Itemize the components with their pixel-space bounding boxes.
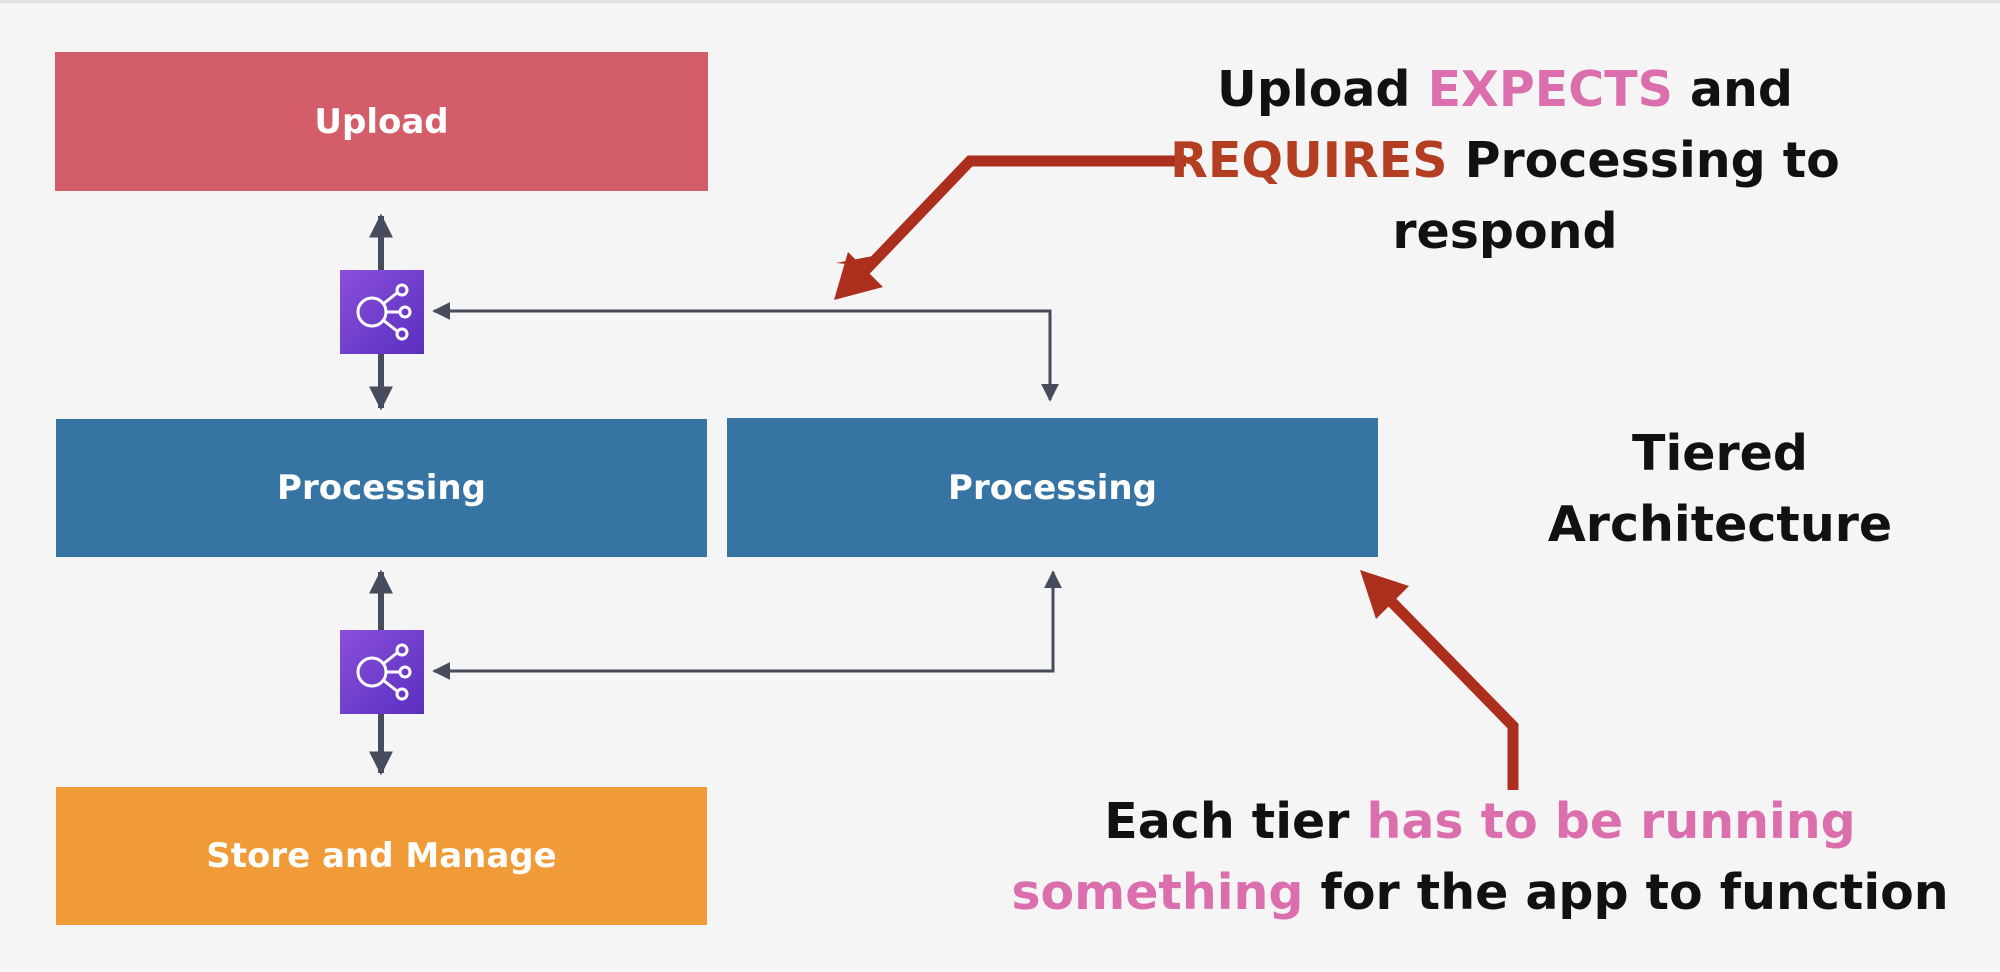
upload-tier-label: Upload	[314, 101, 449, 142]
callout-upload-expects: Upload EXPECTS and REQUIRES Processing t…	[1130, 54, 1880, 267]
tiered-architecture-label: Tiered Architecture	[1500, 418, 1940, 560]
callout-bottom-line-1: Each tier has to be running	[1104, 793, 1856, 850]
processing-tier-left-label: Processing	[277, 468, 486, 508]
store-and-manage-tier: Store and Manage	[56, 787, 707, 925]
processing-tier-right: Processing	[727, 418, 1378, 557]
upper-lb-to-processing-right-connector	[432, 302, 1059, 402]
load-balancer-icon	[340, 270, 424, 354]
load-balancer-icon	[340, 630, 424, 714]
top-divider	[0, 0, 2000, 3]
callout-arrowhead-bottom	[1360, 570, 1409, 619]
upload-tier: Upload	[55, 52, 708, 191]
callout-each-tier: Each tier has to be running something fo…	[1000, 786, 1960, 928]
callout-top-line-3: respond	[1392, 203, 1618, 260]
side-label-line-2: Architecture	[1547, 496, 1893, 553]
callout-arrow-bottom	[1380, 590, 1519, 790]
emphasis-expects: EXPECTS	[1427, 61, 1673, 118]
callout-top-line-2: REQUIRES Processing to	[1170, 132, 1840, 189]
emphasis-something: something	[1011, 864, 1304, 921]
lower-lb-to-processing-right-connector	[432, 570, 1062, 680]
callout-arrow-top	[854, 155, 1186, 282]
emphasis-has-to-be-running: has to be running	[1366, 793, 1856, 850]
callout-bottom-line-2: something for the app to function	[1011, 864, 1949, 921]
processing-tier-right-label: Processing	[948, 467, 1157, 508]
callout-top-line-1: Upload EXPECTS and	[1217, 61, 1793, 118]
store-tier-label: Store and Manage	[206, 836, 557, 876]
processing-tier-left: Processing	[56, 419, 707, 557]
emphasis-requires: REQUIRES	[1170, 132, 1448, 189]
side-label-line-1: Tiered	[1632, 425, 1808, 482]
callout-arrowhead-top-main	[834, 252, 883, 300]
